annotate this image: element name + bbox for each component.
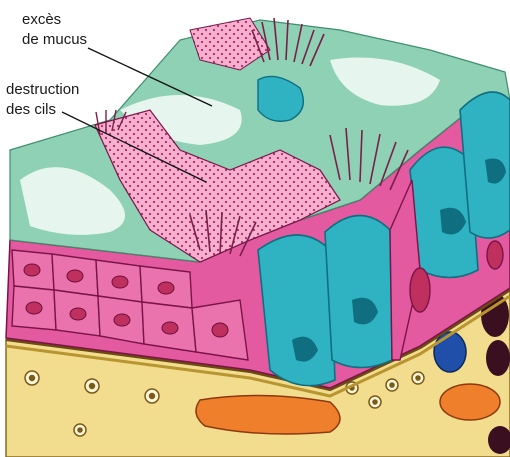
label-mucus-line1: excès	[22, 11, 61, 28]
blood-vessel-orange-right	[440, 384, 500, 420]
label-cilia-line2: des cils	[6, 101, 56, 118]
dark-cell	[486, 340, 510, 376]
label-cilia-line1: destruction	[6, 81, 79, 98]
label-mucus-line2: de mucus	[22, 31, 87, 48]
blood-vessel-orange	[196, 395, 340, 434]
blood-vessel-blue	[434, 332, 466, 372]
